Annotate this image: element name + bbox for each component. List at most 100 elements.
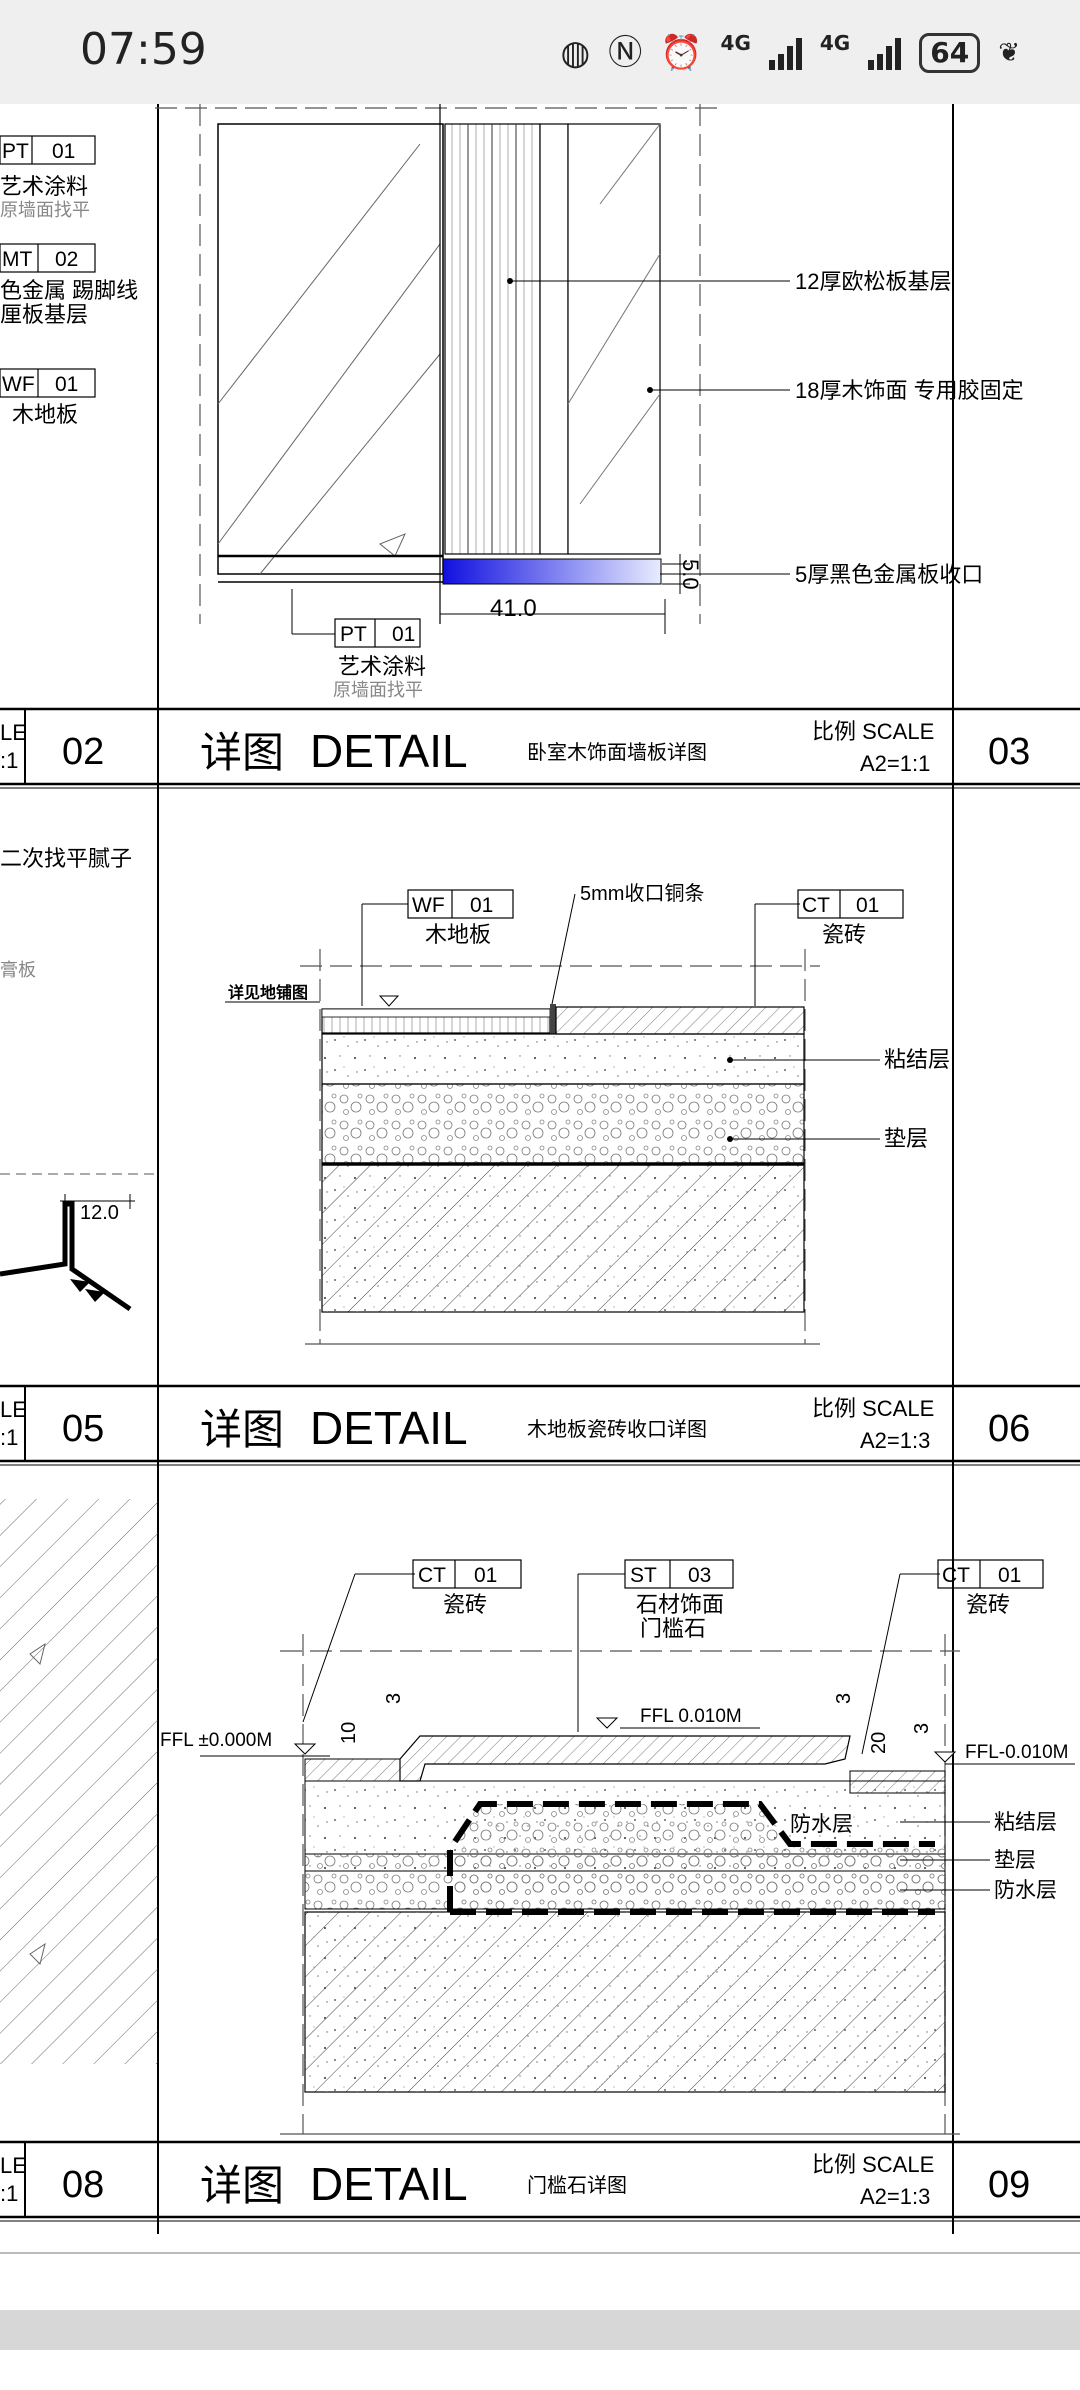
p09-tag1-num: 01 (474, 1564, 497, 1587)
tb1-scale-label: 比例 SCALE (812, 719, 934, 744)
left-tag-1-note: 原墙面找平 (0, 200, 90, 220)
p09-waterproof1: 防水层 (790, 1813, 853, 1836)
p09-tag2-num: 03 (688, 1564, 711, 1587)
p06-ref: 详见地铺图 (228, 983, 308, 1002)
cad-drawing-viewer[interactable]: 5.0 41.0 12厚欧松板基层 18厚木饰面 专用胶固定 5厚黑色金属板收口… (0, 104, 1080, 2234)
tb2-scale-label: 比例 SCALE (812, 1396, 934, 1421)
p09-tag1-code: CT (418, 1564, 446, 1587)
cad-drawing: 5.0 41.0 12厚欧松板基层 18厚木饰面 专用胶固定 5厚黑色金属板收口… (0, 104, 1080, 2234)
p09-tag2-name: 石材饰面 (636, 1592, 724, 1617)
p09-layer-bond: 粘结层 (994, 1811, 1057, 1834)
p09-waterproof2: 防水层 (994, 1879, 1057, 1902)
tb2-left-a: LE (0, 1397, 27, 1422)
tb2-detail: DETAIL (310, 1402, 468, 1454)
left05-note2: 膏板 (0, 959, 36, 980)
p09-tag1-name: 瓷砖 (443, 1592, 487, 1617)
panel-06-floor-transition: 详见地铺图 WF 01 木地板 5mm收口铜条 CT 01 瓷砖 粘结层 垫层 (225, 882, 950, 1345)
left-tag-3-num: 01 (55, 373, 78, 396)
tag-note: 原墙面找平 (333, 680, 423, 700)
p09-dim-b: 3 (383, 1693, 405, 1704)
page-bottom-line (0, 2252, 1080, 2254)
data-saver-icon: ◍ (560, 33, 591, 73)
p09-dim-d: 20 (868, 1732, 890, 1754)
leader-label-3: 5厚黑色金属板收口 (795, 562, 983, 587)
p09-dim-a: 10 (338, 1722, 360, 1744)
status-icons: ◍ Ⓝ ⏰ 4G 4G 64 ❦ (561, 28, 1020, 78)
p06-tag2-code: CT (802, 894, 830, 917)
p06-tag2-name: 瓷砖 (822, 922, 866, 947)
p09-tag3-code: CT (942, 1564, 970, 1587)
tb1-detail: DETAIL (310, 725, 468, 777)
p09-dim-e: 3 (911, 1723, 933, 1734)
tb3-scale: A2=1:3 (860, 2184, 930, 2209)
tb2-xiangtu: 详图 (200, 1406, 284, 1453)
tag-num: 01 (392, 623, 415, 646)
network-type-1: 4G (720, 31, 751, 55)
p09-dim-c: 3 (833, 1693, 855, 1704)
signal-icon-2 (868, 36, 902, 70)
p06-tag1-name: 木地板 (425, 922, 491, 947)
p09-ffl-right: FFL-0.010M (965, 1742, 1068, 1763)
clock: 07:59 (80, 24, 207, 75)
p09-tag3-name: 瓷砖 (966, 1592, 1010, 1617)
tb1-left-num: 02 (62, 731, 104, 773)
title-bar-09: LE :1 08 详图 DETAIL 门槛石详图 比例 SCALE A2=1:3… (0, 2140, 1080, 2222)
left-tag-2-code: MT (2, 248, 32, 271)
panel-08-left (0, 1499, 158, 2064)
network-type-2: 4G (819, 31, 851, 55)
status-bar: 07:59 ◍ Ⓝ ⏰ 4G 4G 64 ❦ (0, 0, 1080, 104)
panel-02-left-tags: PT 01 艺术涂料 原墙面找平 MT 02 色金属 踢脚线 厘板基层 WF 0… (0, 135, 138, 427)
panel-09-threshold: CT 01 瓷砖 ST 03 石材饰面 门槛石 CT 01 瓷砖 FFL ±0.… (160, 1559, 1075, 2135)
panel-05-left: 二次找平腻子 膏板 12.0 (0, 846, 158, 1312)
tb2-left-num: 05 (62, 1408, 104, 1450)
battery-icon: 64 (919, 33, 981, 73)
power-saving-icon: ❦ (998, 38, 1020, 68)
tb1-left-a: LE (0, 720, 27, 745)
tb2-title: 木地板瓷砖收口详图 (527, 1418, 707, 1441)
p09-tag2-sub: 门槛石 (640, 1616, 706, 1641)
left-tag-2-note: 厘板基层 (0, 302, 88, 327)
tb3-scale-label: 比例 SCALE (812, 2152, 934, 2177)
leader-label-2: 18厚木饰面 专用胶固定 (795, 378, 1024, 403)
left-tag-3-name: 木地板 (12, 402, 78, 427)
tb1-scale: A2=1:1 (860, 751, 930, 776)
tb2-left-b: :1 (0, 1425, 18, 1450)
tag-name: 艺术涂料 (338, 654, 426, 679)
left-tag-3-code: WF (2, 373, 35, 396)
tb3-detail: DETAIL (310, 2158, 468, 2210)
tb3-title: 门槛石详图 (527, 2174, 627, 2197)
p09-tag2-code: ST (630, 1564, 657, 1587)
tag-code: PT (340, 623, 367, 646)
p09-tag3-num: 01 (998, 1564, 1021, 1587)
leader-label-1: 12厚欧松板基层 (795, 269, 951, 294)
gesture-bar[interactable] (0, 2310, 1080, 2350)
left05-note1: 二次找平腻子 (0, 846, 132, 871)
tb3-left-num: 08 (62, 2164, 104, 2206)
tb1-title: 卧室木饰面墙板详图 (527, 741, 707, 764)
p06-layer1: 粘结层 (884, 1047, 950, 1072)
tb2-num: 06 (988, 1408, 1030, 1450)
title-bar-03: LE :1 02 详图 DETAIL 卧室木饰面墙板详图 比例 SCALE A2… (0, 707, 1080, 789)
alarm-icon: ⏰ (660, 33, 703, 73)
left-tag-1-num: 01 (52, 140, 75, 163)
tb3-left-b: :1 (0, 2181, 18, 2206)
p09-ffl-mid: FFL 0.010M (640, 1706, 742, 1727)
tb3-left-a: LE (0, 2153, 27, 2178)
left05-dim: 12.0 (80, 1202, 119, 1224)
tb1-left-b: :1 (0, 748, 18, 773)
p06-tag2-num: 01 (856, 894, 879, 917)
p06-tag1-code: WF (412, 894, 445, 917)
dim-horizontal: 41.0 (490, 595, 537, 622)
p09-layer-pad: 垫层 (994, 1849, 1036, 1872)
signal-icon (768, 36, 802, 70)
nfc-icon: Ⓝ (608, 33, 643, 73)
panel-03-wall-detail: 5.0 41.0 12厚欧松板基层 18厚木饰面 专用胶固定 5厚黑色金属板收口… (155, 104, 1024, 700)
p06-tag1-num: 01 (470, 894, 493, 917)
tb2-scale: A2=1:3 (860, 1428, 930, 1453)
left-tag-2-name: 色金属 踢脚线 (0, 278, 138, 303)
tb1-xiangtu: 详图 (200, 729, 284, 776)
p06-strip: 5mm收口铜条 (580, 882, 704, 905)
tb1-num: 03 (988, 731, 1030, 773)
p06-layer2: 垫层 (884, 1126, 928, 1151)
left-tag-1-name: 艺术涂料 (0, 174, 88, 199)
